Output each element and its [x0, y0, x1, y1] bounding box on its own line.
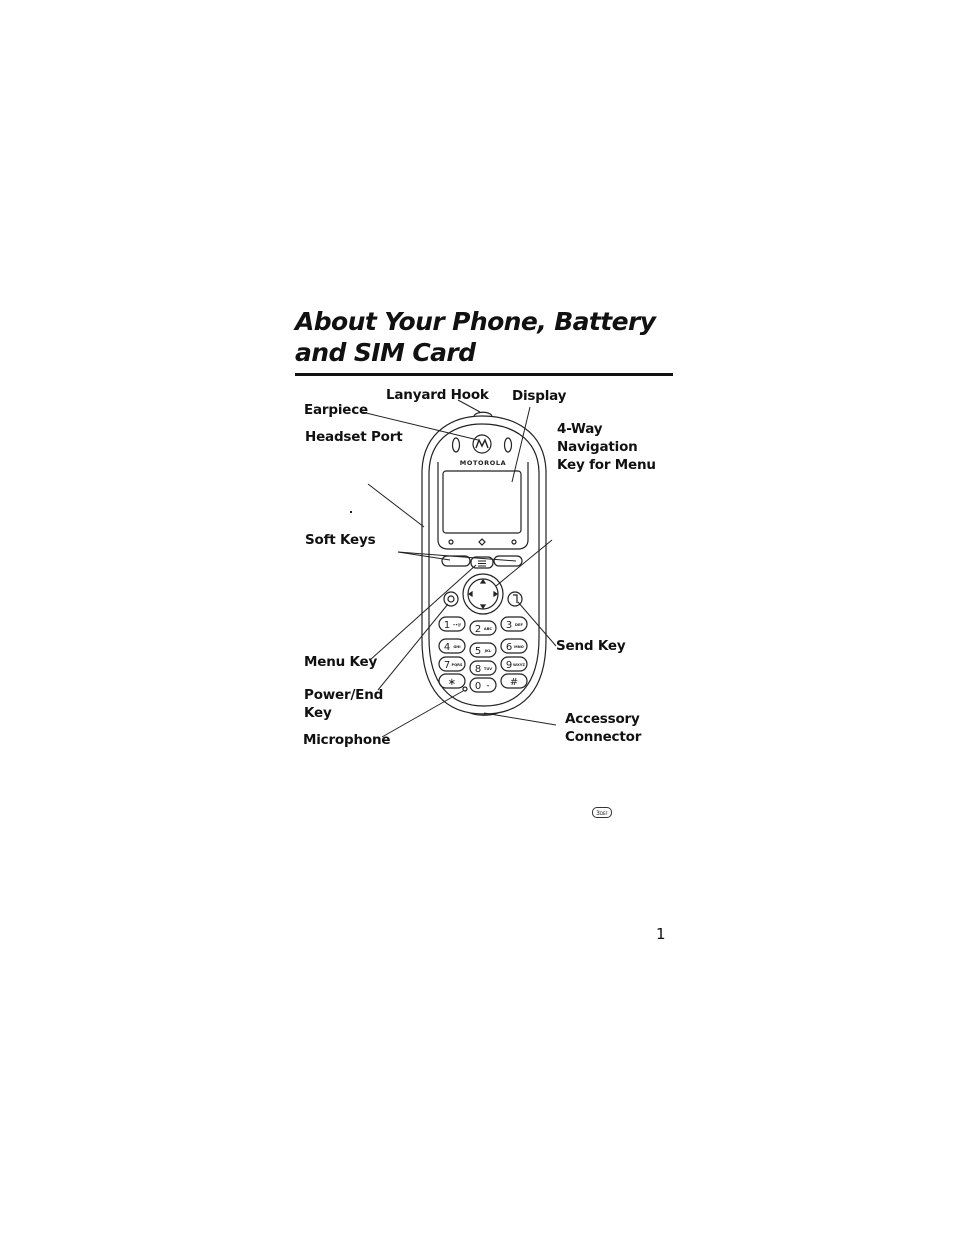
callout-menu-key: Menu Key — [304, 654, 378, 670]
page-title-line-2: and SIM Card — [295, 338, 476, 367]
keypad-key — [469, 642, 497, 658]
callout-accessory-line-2: Connector — [565, 729, 642, 745]
keypad-key-digit: 5 — [475, 646, 481, 657]
callout-microphone: Microphone — [303, 732, 391, 748]
callout-accessory-connector: Accessory Connector — [565, 710, 641, 746]
keypad-key-letters: ABC — [484, 627, 493, 631]
callout-power-end-key: Power/End Key — [304, 686, 383, 722]
callout-navigation-line-1: 4-Way — [557, 421, 603, 437]
leader-display — [511, 406, 531, 483]
keypad-key — [438, 656, 466, 672]
lanyard-hook — [473, 411, 493, 417]
callout-navigation-line-3: Key for Menu — [557, 457, 656, 473]
keypad-key-letters: MNO — [514, 645, 524, 649]
keypad-key-letters: GHI — [453, 645, 460, 649]
phone-body-outline — [421, 415, 547, 715]
title-rule — [295, 373, 673, 376]
keypad-key — [438, 638, 466, 654]
keypad-key-letters: ••@ — [453, 623, 462, 627]
send-key — [507, 591, 523, 607]
keypad-key-letters: WXYZ — [513, 663, 525, 667]
keypad-key-digit: 1 — [444, 620, 450, 631]
earpiece-right — [503, 437, 513, 453]
keypad-key — [469, 620, 497, 636]
keypad-key-digit: 6 — [506, 642, 512, 653]
keypad-key-digit: ∗ — [448, 677, 456, 688]
menu-key — [470, 556, 494, 569]
keypad-key-digit: 4 — [444, 642, 450, 653]
inline-key-3-icon: 3DEF — [592, 807, 612, 818]
leader-power — [377, 603, 449, 691]
microphone-hole — [462, 686, 468, 692]
display-screen — [442, 470, 522, 534]
keypad-key — [469, 677, 497, 693]
callout-navigation-line-2: Navigation — [557, 439, 638, 455]
leader-soft-left — [397, 551, 451, 561]
navigation-key — [462, 573, 504, 615]
keypad-key-letters: DEF — [515, 623, 523, 627]
keypad-key — [500, 656, 528, 672]
leader-lanyard — [457, 399, 481, 413]
keypad-key — [500, 638, 528, 654]
keypad-key-digit: 2 — [475, 624, 481, 635]
callout-send-key: Send Key — [556, 638, 626, 654]
keypad-key-digit: 3 — [506, 620, 512, 631]
callout-lanyard-hook: Lanyard Hook — [386, 387, 489, 403]
keypad-key — [500, 616, 528, 632]
callout-display: Display — [512, 388, 567, 404]
earpiece-left — [451, 437, 461, 453]
keypad-key-letters: TUV — [484, 667, 492, 671]
callout-soft-keys: Soft Keys — [305, 532, 376, 548]
callout-navigation-key: 4-Way Navigation Key for Menu — [557, 420, 656, 474]
leader-nav — [495, 539, 553, 587]
keypad-key-letters: PQRS — [451, 663, 462, 667]
leader-accessory — [483, 712, 557, 726]
callout-power-end-line-1: Power/End — [304, 687, 384, 703]
keypad-key-digit: 8 — [475, 664, 481, 675]
keypad-key-letters: + — [486, 684, 489, 688]
leader-menu — [369, 564, 477, 661]
callout-power-end-line-2: Key — [304, 705, 332, 721]
screen-frame — [437, 462, 529, 550]
leader-soft-right — [397, 551, 517, 562]
brand-text: MOTOROLA — [460, 459, 506, 467]
keypad-key-digit: # — [510, 677, 518, 688]
keypad-key — [500, 673, 528, 689]
page-title-line-1: About Your Phone, Battery — [295, 307, 656, 336]
power-end-key — [443, 591, 459, 607]
motorola-logo-icon — [472, 434, 492, 454]
page-title: About Your Phone, Battery and SIM Card — [295, 306, 675, 368]
keypad-key — [469, 660, 497, 676]
page-number: 1 — [656, 925, 666, 943]
leader-send — [517, 601, 557, 647]
leader-headset — [367, 483, 425, 528]
callout-accessory-line-1: Accessory — [565, 711, 640, 727]
callout-headset-port: Headset Port — [305, 429, 403, 445]
keypad-key — [438, 673, 466, 689]
callout-earpiece: Earpiece — [304, 402, 368, 418]
stray-mark — [350, 511, 352, 513]
keypad-key — [438, 616, 466, 632]
leader-earpiece — [361, 411, 479, 441]
leader-microphone — [381, 690, 464, 738]
right-soft-key — [493, 555, 523, 567]
keypad-key-letters: JKL — [484, 649, 492, 653]
keypad-key-digit: 0 — [475, 681, 481, 692]
keypad-key-digit: 7 — [444, 660, 450, 671]
keypad-key-digit: 9 — [506, 660, 512, 671]
phone-body-inner — [428, 423, 540, 707]
